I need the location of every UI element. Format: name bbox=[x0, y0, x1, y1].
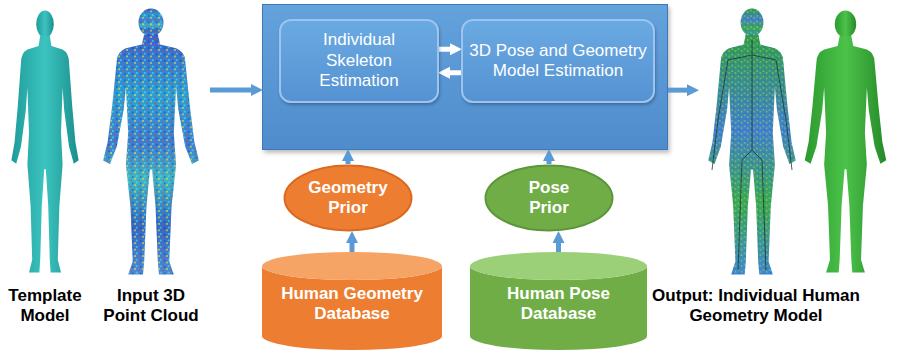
node-label: Human Pose Database bbox=[479, 284, 639, 324]
node-label: Geometry Prior bbox=[300, 178, 396, 218]
node-label: Output: Individual Human Geometry Model bbox=[636, 286, 876, 326]
flow-arrow bbox=[450, 70, 461, 75]
flow-arrow bbox=[350, 243, 355, 252]
flow-arrow bbox=[668, 88, 687, 93]
prior-ellipse: Geometry Prior bbox=[283, 164, 413, 232]
text-block: Individual Skeleton Estimation bbox=[307, 30, 411, 91]
node-label: Individual Skeleton Estimation bbox=[307, 30, 411, 91]
template-figure: Template Model bbox=[3, 4, 87, 326]
flow-arrow bbox=[556, 243, 561, 252]
process-box: 3D Pose and Geometry Model Estimation bbox=[461, 19, 655, 103]
text-block: Human Pose Database bbox=[479, 284, 639, 324]
node-label: Input 3D Point Cloud bbox=[99, 286, 203, 326]
text-block: 3D Pose and Geometry Model Estimation bbox=[466, 41, 650, 82]
text-block: Pose Prior bbox=[514, 178, 584, 218]
node-label: 3D Pose and Geometry Model Estimation bbox=[466, 41, 650, 82]
text-block: Output: Individual Human Geometry Model bbox=[636, 286, 876, 326]
flow-arrow bbox=[346, 161, 351, 164]
prior-ellipse: Pose Prior bbox=[484, 164, 614, 232]
point-cloud-figure: Input 3D Point Cloud bbox=[92, 4, 210, 326]
output-figure: Output: Individual Human Geometry Model bbox=[698, 4, 895, 326]
text-block: Human Geometry Database bbox=[270, 284, 434, 324]
text-block: Input 3D Point Cloud bbox=[99, 286, 203, 326]
node-label: Human Geometry Database bbox=[270, 284, 434, 324]
text-block: Geometry Prior bbox=[300, 178, 396, 218]
text-block: Template Model bbox=[4, 286, 86, 326]
node-label: Pose Prior bbox=[514, 178, 584, 218]
database-cylinder: Human Geometry Database bbox=[262, 252, 442, 350]
process-box: Individual Skeleton Estimation bbox=[279, 19, 439, 103]
flow-arrow bbox=[210, 87, 251, 92]
database-cylinder: Human Pose Database bbox=[470, 252, 647, 350]
flow-arrow bbox=[547, 161, 552, 164]
node-label: Template Model bbox=[4, 286, 86, 326]
process-panel: Individual Skeleton Estimation 3D Pose an… bbox=[262, 4, 668, 150]
flow-arrow bbox=[439, 47, 450, 52]
